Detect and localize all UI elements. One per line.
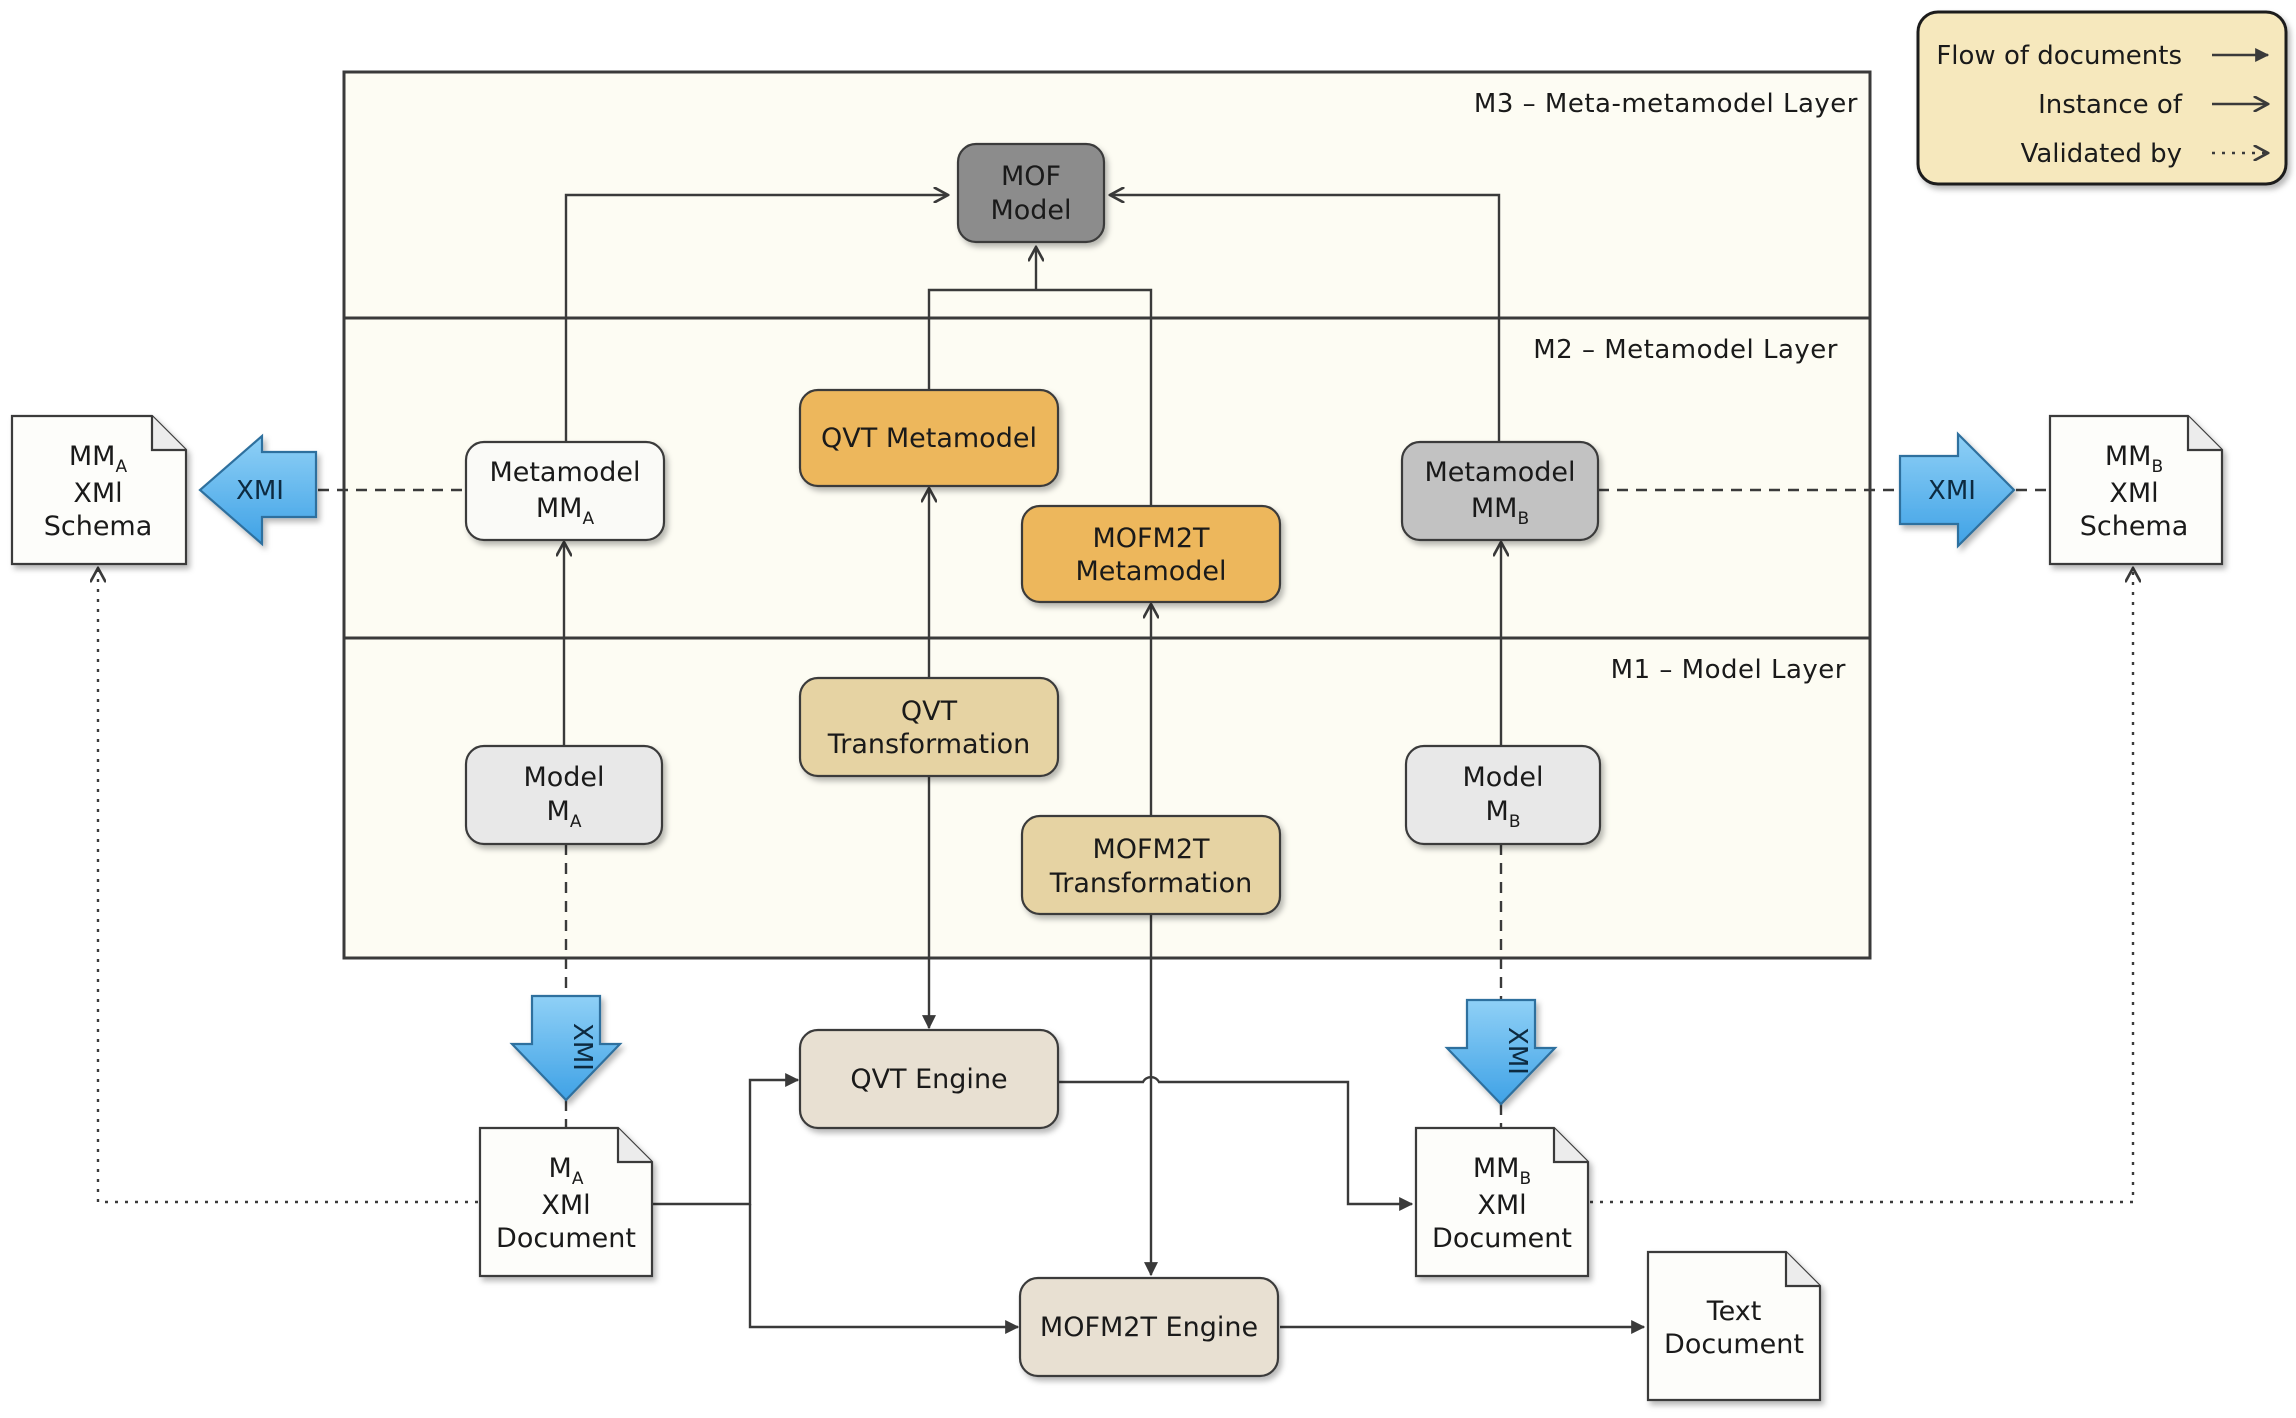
model-mb-line1: Model [1462,762,1543,793]
mma-schema-line2: XMl [73,478,122,509]
qvt-metamodel-label: QVT Metamodel [821,423,1037,454]
edge-qvt-mm-to-mof [927,288,1153,506]
mofm2t-metamodel-node: MOFM2T Metamodel [1020,504,1282,604]
mofm2t-metamodel-line2: Metamodel [1075,556,1226,587]
text-document-line1: Text [1706,1296,1762,1327]
model-ma-line2: MA [547,796,582,832]
layer-m3-label: M3 – Meta-metamodel Layer [1474,89,1858,119]
mma-schema-line3: Schema [44,511,153,542]
qvt-metamodel-node: QVT Metamodel [798,388,1060,488]
text-document: Text Document [1646,1250,1822,1402]
ma-document-line1: MA [549,1153,584,1189]
flow-ma-doc-to-qvt-engine [652,1073,800,1206]
mof-line1: MOF [1001,161,1061,192]
mofm2t-engine-label: MOFM2T Engine [1040,1312,1258,1343]
qvt-transformation-node: QVT Transformation [798,676,1060,778]
mofm2t-transformation-line2: Transformation [1049,868,1253,899]
mmb-schema-line2: XMl [2109,478,2158,509]
layer-m1-label: M1 – Model Layer [1611,655,1846,685]
xmi-down-a-label: XMI [567,1023,597,1071]
text-document-line2: Document [1664,1329,1804,1360]
legend-flow-label: Flow of documents [1936,41,2182,71]
xmi-arrow-left: XMI [198,433,318,547]
mmb-document-line3: Document [1432,1223,1572,1254]
ma-document-line2: XMl [541,1190,590,1221]
metamodel-mma-node: Metamodel MMA [464,440,666,542]
validated-by-edges [98,568,2133,1204]
qvt-engine-node: QVT Engine [798,1028,1060,1130]
mofm2t-transformation-line1: MOFM2T [1092,834,1210,865]
mof-model-node: MOF Model [956,142,1106,244]
model-ma-line1: Model [523,762,604,793]
model-mb-node: Model MB [1404,744,1602,846]
xmi-left-label: XMI [236,476,284,506]
metamodel-mma-line1: Metamodel [489,457,640,488]
xmi-arrow-down-b: XMI [1444,998,1558,1106]
flow-qvt-engine-to-mmb-doc [1059,1075,1414,1211]
metamodel-mmb-line1: Metamodel [1424,457,1575,488]
qvt-transformation-line1: QVT [901,696,958,727]
model-mb-line2: MB [1486,796,1521,832]
mma-schema-line1: MMA [69,441,128,477]
metamodel-mmb-node: Metamodel MMB [1400,440,1600,542]
edge-mma-to-mof [564,195,948,442]
ma-xml-document: MA XMl Document [478,1126,654,1278]
model-ma-node: Model MA [464,744,664,846]
metamodel-mmb-line2: MMB [1471,493,1529,529]
mofm2t-transformation-node: MOFM2T Transformation [1020,814,1282,916]
legend-instance-label: Instance of [2038,90,2183,120]
xmi-arrow-down-a: XMI [509,994,623,1102]
ma-document-line3: Document [496,1223,636,1254]
mmb-xml-document: MMB XMl Document [1414,1126,1590,1278]
legend-validated-label: Validated by [2021,139,2182,169]
mofm2t-engine-node: MOFM2T Engine [1018,1276,1280,1378]
validated-mmb-doc-by-mmb-schema [1590,568,2133,1204]
instance-of-edges [564,195,1501,816]
mmb-schema-line1: MMB [2105,441,2163,477]
mmb-schema-line3: Schema [2080,511,2189,542]
qvt-transformation-line2: Transformation [827,729,1031,760]
xmi-down-b-label: XMI [1502,1027,1532,1075]
flow-ma-doc-to-mofm2t-engine [748,1204,1020,1334]
xmi-arrow-right: XMI [1898,431,2016,549]
qvt-engine-label: QVT Engine [850,1064,1007,1095]
mof-line2: Model [990,195,1071,226]
mmb-document-line2: XMl [1477,1190,1526,1221]
mma-xml-schema-document: MMA XMl Schema [10,414,188,566]
layer-m2-label: M2 – Metamodel Layer [1533,335,1838,365]
xmi-right-label: XMI [1928,476,1976,506]
edge-mmb-to-mof [1110,195,1501,442]
mofm2t-metamodel-line1: MOFM2T [1092,523,1210,554]
legend: Flow of documents Instance of Validated … [1916,10,2288,186]
mmb-document-line1: MMB [1473,1153,1531,1189]
flow-edges [652,776,1646,1334]
mmb-xml-schema-document: MMB XMl Schema [2048,414,2224,566]
xmi-dashed-edges [318,488,2050,1128]
metamodel-mma-line2: MMA [536,493,595,529]
validated-ma-doc-by-mma-schema [98,568,478,1204]
